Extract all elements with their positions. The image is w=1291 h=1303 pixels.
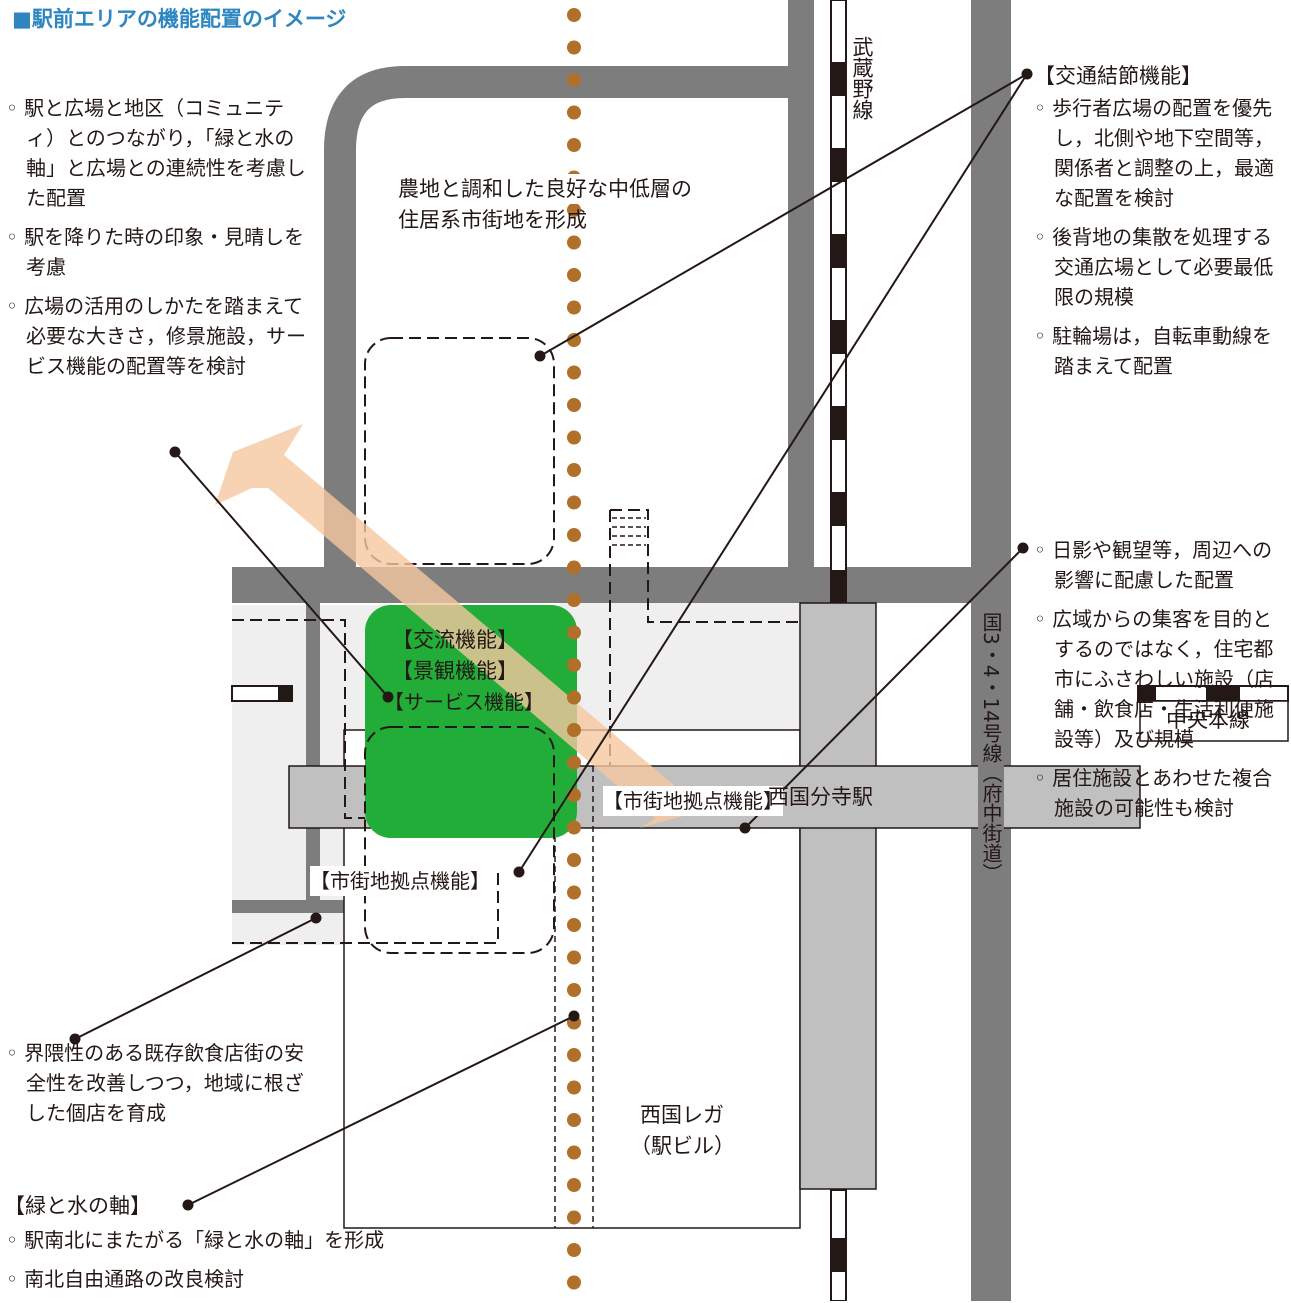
axis-dot [567, 365, 581, 380]
axis-dot [567, 300, 581, 315]
note-item: 居住施設とあわせた複合施設の可能性も検討 [1034, 763, 1280, 823]
right-notes-lower: 日影や観望等，周辺への影響に配慮した配置 広域からの集客を目的とするのではなく，… [1034, 535, 1280, 832]
axis-dot [567, 560, 581, 575]
axis-dot [567, 73, 581, 87]
page-title: ■駅前エリアの機能配置のイメージ [12, 7, 347, 31]
axis-dot [567, 820, 581, 835]
axis-dot [567, 755, 581, 770]
axis-dot [567, 463, 581, 477]
axis-dot [567, 528, 581, 542]
lane-left-vertical [306, 603, 320, 903]
note-item: 駅と広場と地区（コミュニティ）とのつながり，「緑と水の軸」と広場との連続性を考慮… [6, 93, 312, 213]
note-item: 歩行者広場の配置を優先し，北側や地下空間等，関係者と調整の上，最適な配置を検討 [1034, 93, 1280, 213]
left-notes-bottom: 界隈性のある既存飲食店街の安全性を改善しつつ，地域に根ざした個店を育成 [6, 1038, 310, 1137]
axis-dot [567, 625, 581, 640]
note-item: 駐輪場は，自転車動線を踏まえて配置 [1034, 321, 1280, 381]
note-item: 南北自由通路の改良検討 [6, 1264, 526, 1294]
axis-dot [567, 1048, 581, 1062]
axis-dot [567, 138, 581, 152]
bicycle-parking-mark [612, 517, 646, 546]
note-item: 駅を降りた時の印象・見晴しを考慮 [6, 222, 312, 282]
station-label: 西国分寺駅 [768, 785, 873, 809]
note-item: 広域からの集客を目的とするのではなく，住宅都市にふさわしい施設（店舗・飲食店・生… [1034, 604, 1280, 754]
east-west-road [232, 567, 977, 603]
green-function-label-1: 【交流機能】 [392, 628, 518, 652]
note-item: 日影や観望等，周辺への影響に配慮した配置 [1034, 535, 1280, 595]
note-item: 広場の活用のしかたを踏まえて必要な大きさ，修景施設，サービス機能の配置等を検討 [6, 291, 312, 381]
green-water-axis-arrow [215, 424, 722, 828]
building-label-1: 西国レガ [640, 1103, 724, 1127]
axis-dot [567, 235, 581, 250]
axis-header: 【緑と水の軸】 [4, 1194, 151, 1218]
note-item: 後背地の集散を処理する交通広場として必要最低限の規模 [1034, 222, 1280, 312]
axis-dot [567, 658, 581, 672]
musashino-line-label: 武蔵野線 [850, 36, 874, 120]
transport-header: 【交通結節機能】 [1034, 64, 1202, 88]
axis-notes: 駅南北にまたがる「緑と水の軸」を形成 南北自由通路の改良検討 [6, 1225, 526, 1303]
note-item: 駅南北にまたがる「緑と水の軸」を形成 [6, 1225, 526, 1255]
left-notes-top: 駅と広場と地区（コミュニティ）とのつながり，「緑と水の軸」と広場との連続性を考慮… [6, 93, 312, 390]
axis-dot [567, 333, 581, 347]
building-label-2: （駅ビル） [630, 1134, 735, 1158]
axis-dot [567, 690, 581, 705]
residential-label-1: 農地と調和した良好な中低層の [398, 174, 692, 204]
musashino-rail-ties [831, 62, 846, 604]
leader-lines [74, 73, 1028, 1206]
axis-dot [567, 495, 581, 510]
north-loop-road [324, 66, 800, 570]
chuo-line-label: 中央本線 [1166, 708, 1250, 732]
axis-dot [567, 918, 581, 932]
axis-dot [567, 723, 581, 737]
hub-label-left: 【市街地拠点機能】 [310, 866, 490, 896]
transport-notes: 歩行者広場の配置を優先し，北側や地下空間等，関係者と調整の上，最適な配置を検討 … [1034, 93, 1280, 390]
axis-dot [567, 1210, 581, 1225]
axis-dot [567, 1178, 581, 1192]
station-north-south-body [799, 602, 877, 1190]
residential-label-2: 住居系市街地を形成 [398, 208, 587, 232]
axis-dot [567, 853, 581, 867]
green-function-label-2: 【景観機能】 [392, 659, 518, 683]
north-road-vertical [788, 0, 814, 600]
axis-dot [567, 885, 581, 900]
axis-dot [567, 268, 581, 282]
axis-dot [567, 1243, 581, 1257]
axis-dot [567, 398, 581, 412]
axis-dot [567, 203, 581, 217]
note-item: 界隈性のある既存飲食店街の安全性を改善しつつ，地域に根ざした個店を育成 [6, 1038, 310, 1128]
green-function-label-3: 【サービス機能】 [384, 690, 544, 714]
dashed-outlines [232, 337, 800, 954]
axis-dot [567, 1080, 581, 1095]
axis-dot [567, 1145, 581, 1160]
road-name-label: 国3・4・14号線（府中街道） [978, 612, 1004, 883]
axis-dot [567, 593, 581, 607]
axis-dot [567, 105, 581, 120]
axis-dot [567, 983, 581, 997]
axis-dot [567, 430, 581, 445]
axis-dot [567, 1275, 581, 1290]
axis-dot [567, 1113, 581, 1127]
axis-dot [567, 40, 581, 55]
axis-dot [567, 8, 581, 22]
axis-dot [567, 950, 581, 965]
hub-label-right: 【市街地拠点機能】 [603, 786, 783, 816]
